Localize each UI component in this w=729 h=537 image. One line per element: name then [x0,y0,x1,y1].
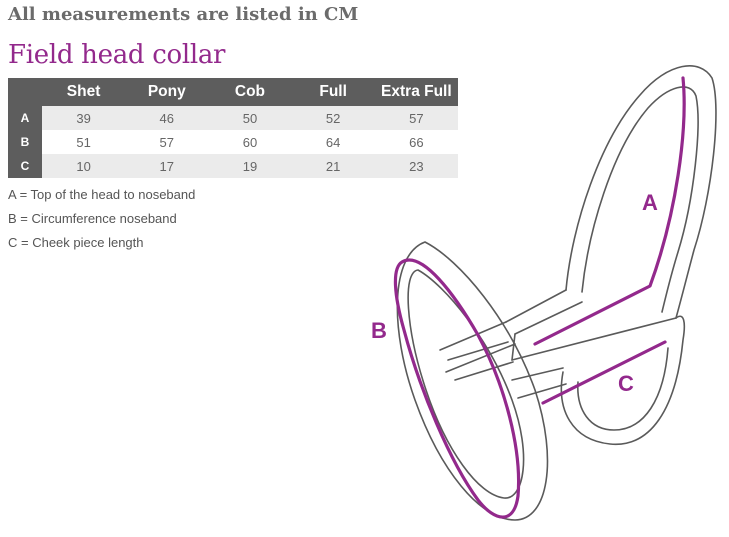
table-cell: 19 [208,154,292,178]
table-cell: 21 [291,154,375,178]
measurement-line-b [393,258,521,519]
column-header: Cob [208,78,292,106]
table-header-row: Shet Pony Cob Full Extra Full [8,78,458,106]
measurement-note: All measurements are listed in CM [8,4,359,25]
column-header: Shet [42,78,126,106]
table-cell: 23 [374,154,458,178]
table-cell: 57 [125,130,209,154]
diagram-label-a: A [642,190,658,215]
table-cell: 57 [374,106,458,130]
table-cell: 66 [374,130,458,154]
measurement-line-c [541,340,667,405]
row-label: B [8,130,42,154]
column-header: Pony [125,78,209,106]
table-row: A 39 46 50 52 57 [8,106,458,130]
column-header: Full [291,78,375,106]
page-title: Field head collar [8,40,226,70]
table-cell: 60 [208,130,292,154]
table-cell: 51 [42,130,126,154]
table-corner [8,78,42,106]
legend-item-a: A = Top of the head to noseband [8,187,196,202]
table-row: B 51 57 60 64 66 [8,130,458,154]
row-label: A [8,106,42,130]
column-header: Extra Full [374,78,458,106]
diagram-label-b: B [371,318,387,343]
table-cell: 17 [125,154,209,178]
table-cell: 52 [291,106,375,130]
legend-item-c: C = Cheek piece length [8,235,144,250]
table-row: C 10 17 19 21 23 [8,154,458,178]
table-cell: 46 [125,106,209,130]
table-cell: 64 [291,130,375,154]
table-cell: 50 [208,106,292,130]
table-cell: 39 [42,106,126,130]
head-collar-outline [396,65,717,521]
measurement-line-a [533,76,686,346]
measurement-legend: A = Top of the head to noseband B = Circ… [8,186,195,258]
row-label: C [8,154,42,178]
measurement-highlights [393,76,686,519]
legend-item-b: B = Circumference noseband [8,211,177,226]
size-table: Shet Pony Cob Full Extra Full A 39 46 50… [8,78,458,178]
diagram-label-c: C [618,371,634,396]
table-cell: 10 [42,154,126,178]
